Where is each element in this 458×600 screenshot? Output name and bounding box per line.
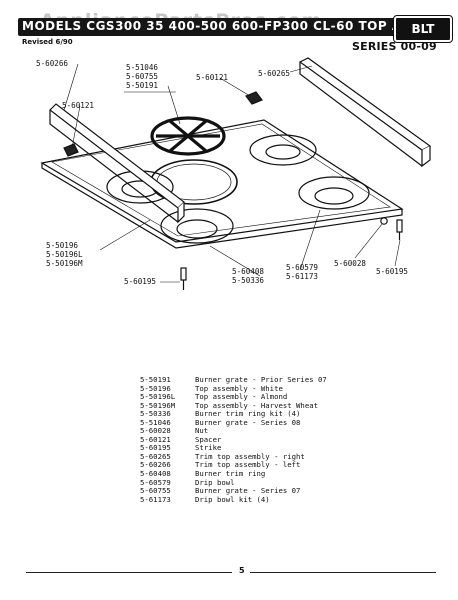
part-description: Top assembly - White [195, 383, 283, 393]
part-number: 5-60266 [140, 460, 171, 470]
part-description: Nut [195, 426, 209, 436]
parts-row: 5-60028 Nut [140, 427, 327, 436]
footer-rule-left [26, 572, 232, 573]
part-description: Burner trim ring [195, 469, 266, 479]
part-number: 5-61173 [140, 494, 171, 504]
parts-row: 5-50196 Top assembly - White [140, 383, 327, 394]
parts-row: 5-50196M Top assembly - Harvest Wheat [140, 400, 327, 411]
callout-5-50336: 5-50336 [232, 276, 265, 285]
callout-5-50196L: 5-50196L [46, 250, 83, 259]
part-description: Burner grate - Series 08 [195, 417, 301, 427]
part-description: Top assembly - Harvest Wheat [195, 400, 319, 410]
parts-row: 5-60121 Spacer [140, 434, 327, 445]
callout-5-60121-top: 5-60121 [196, 73, 229, 82]
spacer-left [63, 143, 79, 157]
burner-well-front-right [298, 176, 370, 210]
part-number: 5-60195 [140, 443, 171, 453]
part-description: Drip bowl kit (4) [195, 494, 270, 504]
part-description: Drip bowl [195, 477, 235, 487]
parts-row: 5-51046 Burner grate - Series 08 [140, 417, 327, 428]
part-number: 5-60579 [140, 477, 171, 487]
callout-5-50196M: 5-50196M [46, 259, 83, 268]
callout-5-60195-right: 5-60195 [376, 267, 409, 276]
parts-row: 5-60266 Trim top assembly - left [140, 461, 327, 470]
callout-5-51046: 5-51046 [126, 63, 159, 72]
callout-5-60579: 5-60579 [286, 263, 319, 272]
parts-row: 5-61173 Drip bowl kit (4) [140, 494, 327, 505]
footer-rule-right [250, 572, 436, 573]
part-number: 5-60755 [140, 486, 171, 496]
spacer-back [245, 91, 263, 105]
part-number: 5-50336 [140, 409, 171, 419]
series-label: SERIES 00-09 [352, 40, 437, 53]
part-number: 5-60408 [140, 469, 171, 479]
callout-5-60408: 5-60408 [232, 267, 265, 276]
burner-well-front-left [160, 208, 234, 244]
header-bar [18, 18, 408, 36]
nut [380, 217, 388, 225]
header-title: MODELS CGS300 35 400-500 600-FP300 CL-60… [22, 19, 429, 33]
strike-bottom [180, 267, 187, 290]
part-number: 5-50196 [140, 383, 171, 393]
right-trim-rail [298, 57, 432, 168]
part-number: 5-51046 [140, 417, 171, 427]
part-description: Burner trim ring kit (4) [195, 409, 301, 419]
part-number: 5-50196M [140, 400, 176, 410]
parts-row: 5-60579 Drip bowl [140, 477, 327, 488]
revised-date: Revised 6/90 [22, 38, 73, 46]
part-description: Trim top assembly - right [195, 451, 305, 461]
part-number: 5-50196L [140, 392, 176, 402]
part-number: 5-60265 [140, 451, 171, 461]
parts-row: 5-60408 Burner trim ring [140, 469, 327, 479]
callout-5-60195-bottom: 5-60195 [124, 277, 157, 286]
parts-row: 5-50191 Burner grate - Prior Series 07 [140, 375, 327, 385]
callout-5-60265: 5-60265 [258, 69, 291, 78]
strike-right [396, 219, 403, 240]
callout-5-60755: 5-60755 [126, 72, 159, 81]
part-description: Spacer [195, 434, 222, 444]
callout-5-50196: 5-50196 [46, 241, 79, 250]
parts-row: 5-50196L Top assembly - Almond [140, 393, 327, 402]
left-trim-rail [49, 103, 185, 224]
callout-5-60028: 5-60028 [334, 259, 367, 268]
parts-row: 5-60195 Strike [140, 444, 327, 453]
callout-5-50191: 5-50191 [126, 81, 159, 90]
part-description: Burner grate - Series 07 [195, 486, 301, 496]
page-number: 5 [239, 566, 245, 575]
part-description: Burner grate - Prior Series 07 [195, 375, 327, 384]
cooktop-front-edge [41, 163, 403, 249]
brand-badge: BLT [393, 15, 453, 43]
part-description: Trim top assembly - left [195, 460, 301, 470]
part-number: 5-60121 [140, 434, 171, 444]
callout-5-61173: 5-61173 [286, 272, 319, 281]
parts-row: 5-50336 Burner trim ring kit (4) [140, 410, 327, 419]
burner-well-back-right [249, 134, 317, 166]
callout-5-60266: 5-60266 [36, 59, 69, 68]
part-number: 5-60028 [140, 426, 171, 436]
callout-5-60121-left: 5-60121 [62, 101, 95, 110]
part-number: 5-50191 [140, 375, 171, 384]
parts-row: 5-60265 Trim top assembly - right [140, 451, 327, 462]
parts-row: 5-60755 Burner grate - Series 07 [140, 487, 327, 496]
burner-grate [150, 116, 226, 156]
parts-list: 5-50191 Burner grate - Prior Series 07 5-… [140, 375, 327, 505]
part-description: Top assembly - Almond [195, 392, 288, 402]
part-description: Strike [195, 443, 222, 453]
